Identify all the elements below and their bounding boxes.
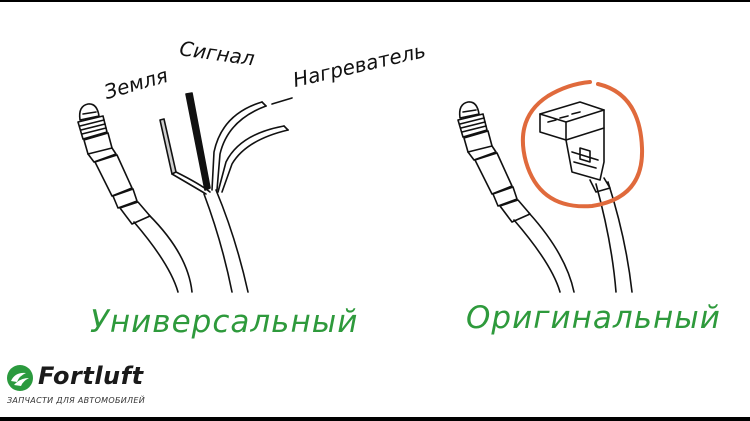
brand-tagline: ЗАПЧАСТИ ДЛЯ АВТОМОБИЛЕЙ (7, 396, 146, 405)
brand-logo: Fortluft ЗАПЧАСТИ ДЛЯ АВТОМОБИЛЕЙ (6, 362, 206, 412)
caption-universal: Универсальный (90, 304, 359, 340)
universal-sensor (77, 92, 293, 293)
fortluft-swirl-logo-icon (7, 365, 33, 391)
original-sensor (457, 101, 633, 293)
highlight-circle (520, 80, 645, 209)
caption-original: Оригинальный (466, 300, 721, 336)
brand-name: Fortluft (38, 362, 144, 390)
